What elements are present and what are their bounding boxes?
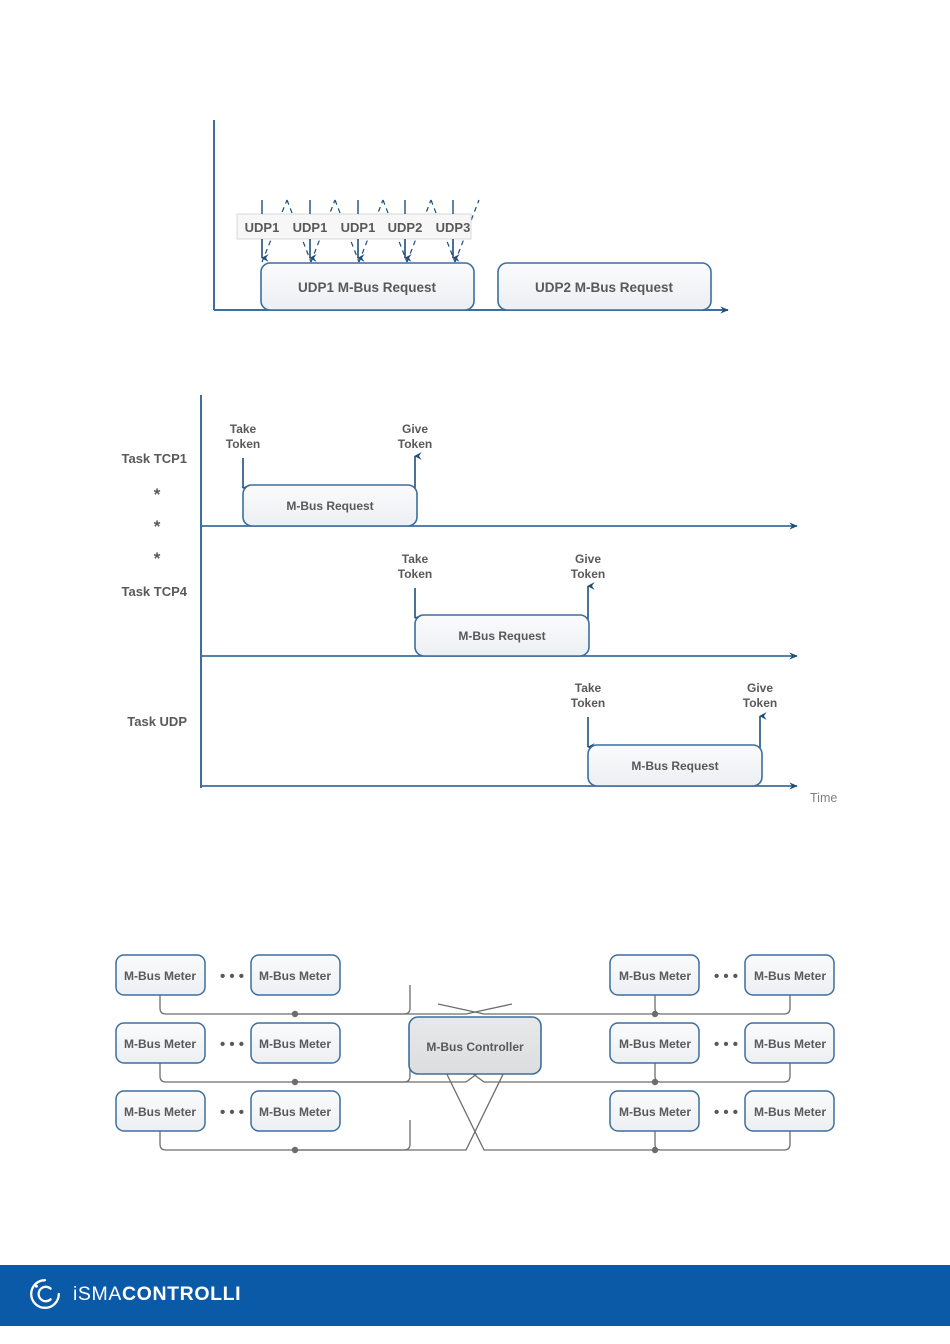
fig3-right-row-1-last-meter-label: M-Bus Meter bbox=[754, 1037, 826, 1051]
fig2-lane-1-task-label: Task TCP4 bbox=[121, 584, 187, 599]
fig3-left-row-1-last-meter-label: M-Bus Meter bbox=[259, 1037, 331, 1051]
fig3-right-row-0-first-meter-label: M-Bus Meter bbox=[619, 969, 691, 983]
fig2-lane-0-request-label: M-Bus Request bbox=[286, 499, 373, 513]
fig3-left-row-2-first-meter[interactable]: M-Bus Meter bbox=[115, 1090, 206, 1132]
ismac-circle-logo-icon bbox=[30, 1279, 60, 1309]
fig3-right-row-1-last-meter[interactable]: M-Bus Meter bbox=[744, 1022, 835, 1064]
fig2-lane-1-take-token-line1: Take bbox=[402, 552, 429, 566]
figure-udp-queue-timeline: UDP1 UDP1 UDP1 UDP2 UDP3 UDP1 M-Bus Requ… bbox=[213, 120, 729, 314]
fig2-lane-2-take-token-line2: Token bbox=[571, 696, 605, 710]
fig1-udp-tick-label-2: UDP1 bbox=[341, 220, 376, 235]
fig1-udp-tick-label-4: UDP3 bbox=[436, 220, 471, 235]
fig3-right-row-0-last-meter[interactable]: M-Bus Meter bbox=[744, 954, 835, 996]
fig2-lane-0-task-label: Task TCP1 bbox=[121, 451, 187, 466]
fig1-udp-tick-label-3: UDP2 bbox=[388, 220, 423, 235]
fig3-right-row-0-last-meter-label: M-Bus Meter bbox=[754, 969, 826, 983]
fig3-left-row-0-first-meter[interactable]: M-Bus Meter bbox=[115, 954, 206, 996]
fig1-tick-arrows bbox=[261, 200, 460, 262]
figure-mbus-topology: M-Bus Meter • • • M-Bus Meter M-Bus Mete… bbox=[115, 954, 835, 1154]
fig3-right-row-2-last-meter-label: M-Bus Meter bbox=[754, 1105, 826, 1119]
fig3-right-row-0-first-meter[interactable]: M-Bus Meter bbox=[609, 954, 700, 996]
fig3-bus-lines bbox=[159, 985, 791, 1151]
fig3-right-row-1-first-meter-label: M-Bus Meter bbox=[619, 1037, 691, 1051]
fig3-left-row-2-ellipsis: • • • bbox=[220, 1104, 244, 1121]
footer-brand: iSMACONTROLLI bbox=[28, 1277, 241, 1311]
fig3-left-row-1-last-meter[interactable]: M-Bus Meter bbox=[250, 1022, 341, 1064]
fig3-left-row-0-last-meter-label: M-Bus Meter bbox=[259, 969, 331, 983]
fig2-lane-2-give-token-line1: Give bbox=[747, 681, 773, 695]
fig2-lane-2-task-label: Task UDP bbox=[127, 714, 187, 729]
fig3-controller-label: M-Bus Controller bbox=[426, 1040, 524, 1054]
fig1-request-block-1[interactable]: UDP2 M-Bus Request bbox=[497, 262, 712, 311]
fig2-lane-0-request-box[interactable]: M-Bus Request bbox=[242, 484, 418, 527]
fig3-left-row-2-last-meter-label: M-Bus Meter bbox=[259, 1105, 331, 1119]
fig3-left-row-0-ellipsis: • • • bbox=[220, 968, 244, 985]
fig2-lane-0-take-token-line1: Take bbox=[230, 422, 257, 436]
fig3-left-row-1-first-meter-label: M-Bus Meter bbox=[124, 1037, 196, 1051]
brand-light-part: iSMA bbox=[73, 1282, 122, 1305]
fig3-left-row-1-first-meter[interactable]: M-Bus Meter bbox=[115, 1022, 206, 1064]
fig3-right-row-2-ellipsis: • • • bbox=[714, 1104, 738, 1121]
fig3-right-row-2-first-meter-label: M-Bus Meter bbox=[619, 1105, 691, 1119]
fig2-lane-2-request-box[interactable]: M-Bus Request bbox=[587, 744, 763, 787]
fig3-left-row-2-last-meter[interactable]: M-Bus Meter bbox=[250, 1090, 341, 1132]
fig1-request-block-0[interactable]: UDP1 M-Bus Request bbox=[260, 262, 475, 311]
fig2-lane-0-take-token-line2: Token bbox=[226, 437, 260, 451]
footer-bar: iSMACONTROLLI bbox=[0, 1265, 950, 1326]
fig2-lane-2-give-token-line2: Token bbox=[743, 696, 777, 710]
fig1-request-block-1-label: UDP2 M-Bus Request bbox=[535, 280, 674, 295]
fig3-right-row-1-first-meter[interactable]: M-Bus Meter bbox=[609, 1022, 700, 1064]
fig2-separator-mark-1: * bbox=[154, 517, 161, 536]
fig1-dashed-queue-lines bbox=[261, 199, 480, 263]
fig3-left-row-0-first-meter-label: M-Bus Meter bbox=[124, 969, 196, 983]
fig2-lane-1-give-token-line2: Token bbox=[571, 567, 605, 581]
brand-bold-part: CONTROLLI bbox=[122, 1282, 242, 1305]
fig3-right-row-2-last-meter[interactable]: M-Bus Meter bbox=[744, 1090, 835, 1132]
fig2-lane-0-give-token-line2: Token bbox=[398, 437, 432, 451]
fig3-right-row-0-ellipsis: • • • bbox=[714, 968, 738, 985]
fig1-udp-tick-label-1: UDP1 bbox=[293, 220, 328, 235]
figure-task-token-timeline: Task TCP1 Take Token Give Token M-Bus Re… bbox=[121, 395, 837, 805]
fig2-lane-1-give-token-line1: Give bbox=[575, 552, 601, 566]
fig1-udp-tick-label-0: UDP1 bbox=[245, 220, 280, 235]
fig2-lane-2-request-label: M-Bus Request bbox=[631, 759, 718, 773]
fig3-left-row-2-first-meter-label: M-Bus Meter bbox=[124, 1105, 196, 1119]
fig3-left-row-1-ellipsis: • • • bbox=[220, 1036, 244, 1053]
fig3-left-row-0-last-meter[interactable]: M-Bus Meter bbox=[250, 954, 341, 996]
fig2-lane-1-request-label: M-Bus Request bbox=[458, 629, 545, 643]
fig2-time-axis-label: Time bbox=[810, 791, 837, 805]
brand-wordmark: iSMACONTROLLI bbox=[73, 1283, 241, 1306]
fig3-bus-junction-dots bbox=[291, 1010, 659, 1154]
fig2-lane-1-request-box[interactable]: M-Bus Request bbox=[414, 614, 590, 657]
fig2-lane-2-take-token-line1: Take bbox=[575, 681, 602, 695]
fig3-controller-box[interactable]: M-Bus Controller bbox=[408, 1016, 542, 1075]
fig3-right-row-1-ellipsis: • • • bbox=[714, 1036, 738, 1053]
fig2-separator-mark-2: * bbox=[154, 549, 161, 568]
fig1-request-block-0-label: UDP1 M-Bus Request bbox=[298, 280, 437, 295]
fig2-separator-mark-0: * bbox=[154, 485, 161, 504]
fig3-right-row-2-first-meter[interactable]: M-Bus Meter bbox=[609, 1090, 700, 1132]
fig2-lane-1-take-token-line2: Token bbox=[398, 567, 432, 581]
fig2-lane-0-give-token-line1: Give bbox=[402, 422, 428, 436]
fig1-udp-label-strip bbox=[236, 213, 472, 240]
